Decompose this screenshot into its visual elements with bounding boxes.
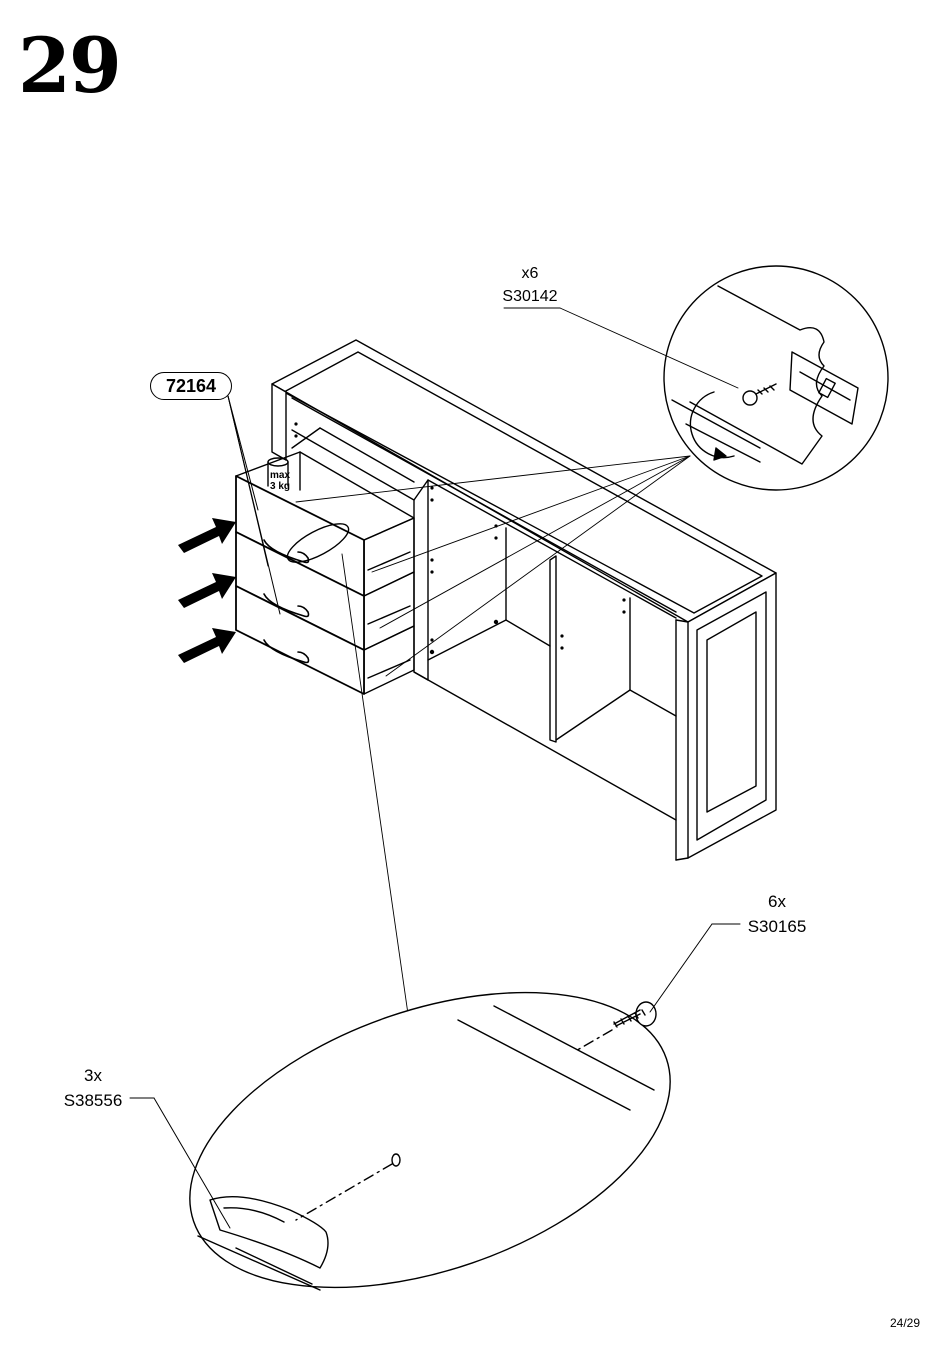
detail-circle-top [664,266,888,490]
callout-qty: x6 [500,262,560,285]
detail-ellipse-bottom [151,554,708,1344]
callout-middle-right: 6x S30165 [740,890,814,939]
page-number: 24/29 [890,1316,920,1330]
callout-code: S38556 [56,1089,130,1114]
arrow-icon [178,628,236,663]
arrow-icon [178,573,236,608]
weight-limit-tag: max 3 kg [265,470,295,492]
insert-arrows [178,518,236,663]
callout-code: S30142 [500,285,560,308]
weight-limit-line2: 3 kg [265,481,295,492]
callout-bottom-left: 3x S38556 [56,1064,130,1113]
arrow-icon [178,518,236,553]
callout-qty: 6x [740,890,814,915]
callout-top-right: x6 S30142 [500,262,560,308]
part-number-badge: 72164 [150,372,232,400]
callout-code: S30165 [740,915,814,940]
drawers [236,452,414,694]
callout-qty: 3x [56,1064,130,1089]
weight-limit-line1: max [265,470,295,481]
